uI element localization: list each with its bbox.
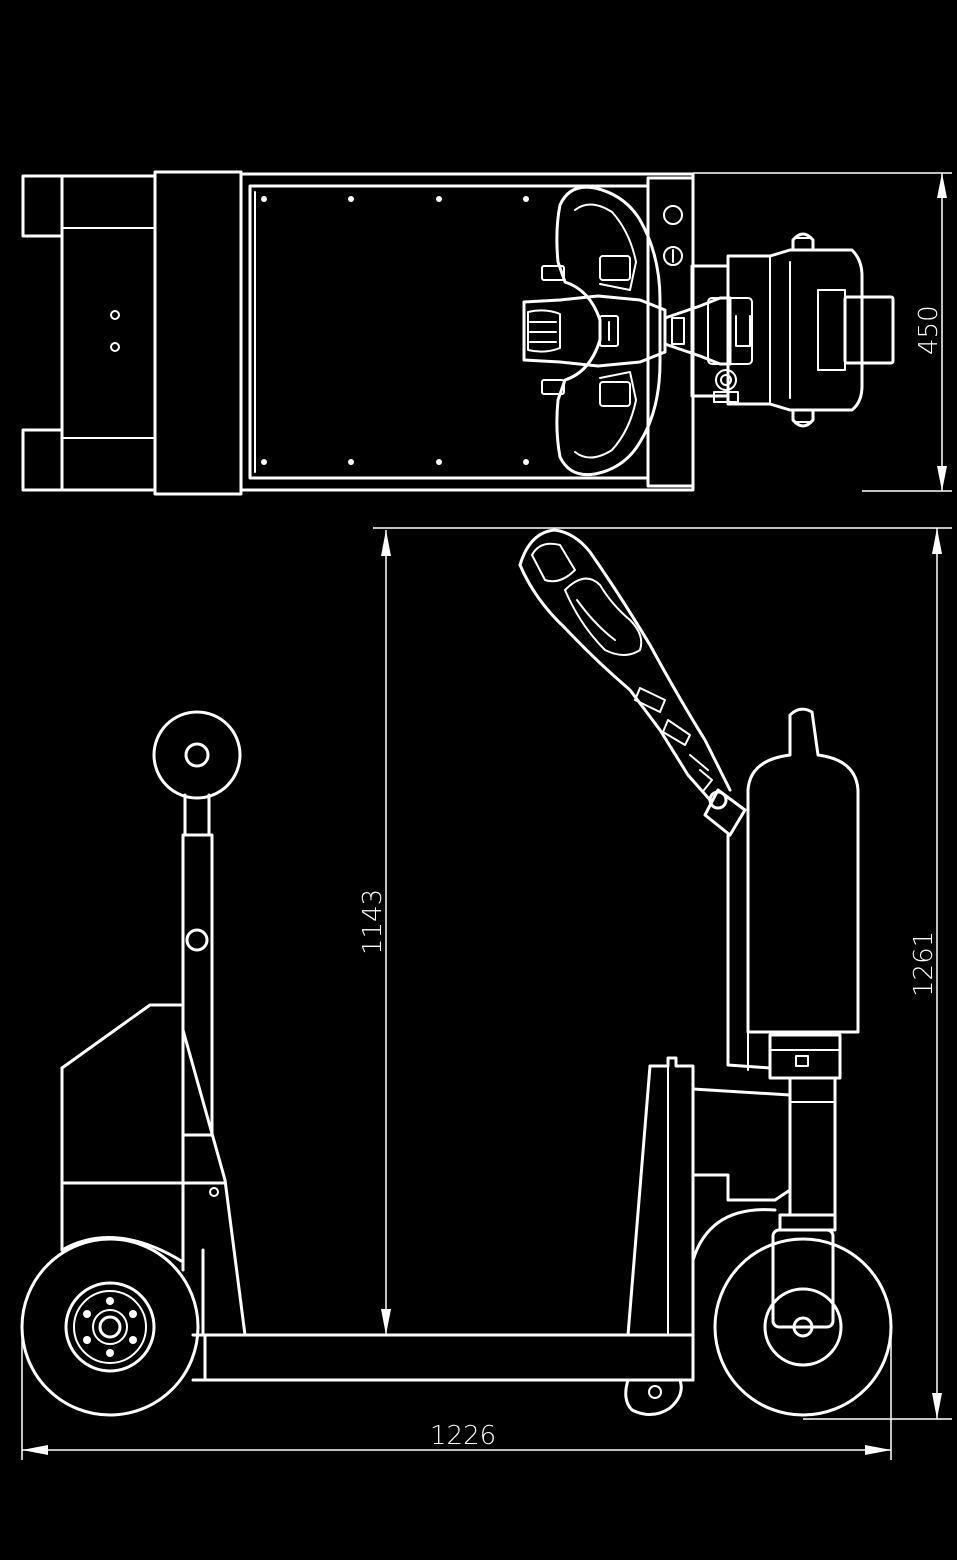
- top-view: [21, 170, 895, 496]
- rear-wheel: [20, 1237, 200, 1417]
- dimension-label-1226: 1226: [430, 1421, 496, 1451]
- dimension-1261: 1261: [373, 527, 952, 1420]
- dimension-1226: 1226: [21, 1330, 892, 1460]
- drive-wheel: [713, 1237, 893, 1417]
- dimension-label-1143: 1143: [358, 889, 388, 955]
- dimension-450: 450: [693, 172, 952, 492]
- rear-grip-knob: [152, 710, 242, 800]
- dimension-1143: 1143: [358, 530, 391, 1335]
- side-view: [20, 528, 893, 1417]
- dimension-label-1261: 1261: [909, 931, 939, 997]
- dimension-label-450: 450: [914, 305, 944, 355]
